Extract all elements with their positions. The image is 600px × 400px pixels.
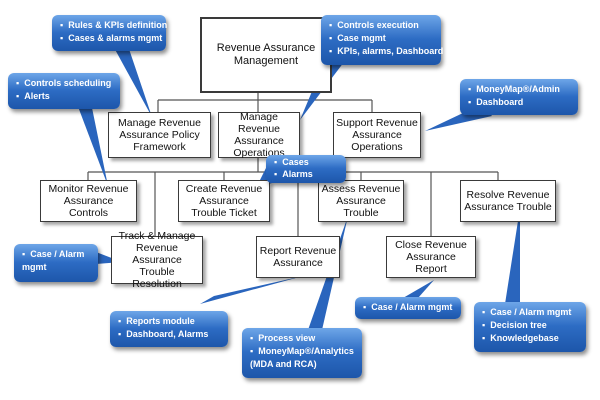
callout-item: Reports module — [118, 315, 222, 328]
callout-tail — [200, 276, 303, 304]
callout-item: Cases — [274, 156, 340, 168]
callout-item: KPIs, alarms, Dashboard — [329, 45, 443, 58]
callout-item: Alerts — [16, 90, 114, 103]
callout-item: Dashboard, Alarms — [118, 328, 222, 341]
box-support-operations: Support Revenue Assurance Operations — [333, 112, 421, 158]
callout-rules-kpis: Rules & KPIs definition Cases & alarms m… — [52, 15, 167, 51]
callout-controls-execution: Controls execution Case mgmt KPIs, alarm… — [321, 15, 443, 65]
callout-item: Case mgmt — [329, 32, 435, 45]
box-report-revenue-assurance: Report Revenue Assurance — [256, 236, 340, 278]
callout-case-alarm-track: Case / Alarm mgmt — [14, 244, 98, 282]
callout-case-alarm-close: Case / Alarm mgmt — [355, 297, 461, 319]
callout-item: Controls scheduling — [16, 77, 114, 90]
callout-resolve-tools: Case / Alarm mgmt Decision tree Knowledg… — [474, 302, 586, 352]
box-track-manage-resolution: Track & Manage Revenue Assurance Trouble… — [111, 230, 203, 290]
callout-item: Alarms — [274, 168, 340, 180]
callout-item: MoneyMap®/Admin — [468, 83, 572, 96]
callout-moneymap-admin: MoneyMap®/Admin Dashboard — [460, 79, 578, 115]
box-create-trouble-ticket: Create Revenue Assurance Trouble Ticket — [178, 180, 270, 222]
callout-item: Case / Alarm mgmt — [22, 248, 92, 274]
callout-tail — [112, 44, 152, 117]
box-assess-trouble: Assess Revenue Assurance Trouble — [318, 180, 404, 222]
callout-item: Dashboard — [468, 96, 572, 109]
box-monitor-controls: Monitor Revenue Assurance Controls — [40, 180, 137, 222]
callout-tail — [505, 208, 520, 304]
callout-item: MoneyMap®/Analytics (MDA and RCA) — [250, 345, 356, 371]
callout-item: Rules & KPIs definition — [60, 19, 167, 32]
callout-controls-scheduling: Controls scheduling Alerts — [8, 73, 120, 109]
box-close-report: Close Revenue Assurance Report — [386, 236, 476, 278]
callout-item: Cases & alarms mgmt — [60, 32, 162, 45]
box-revenue-assurance-management: Revenue Assurance Management — [200, 17, 332, 93]
callout-tail — [74, 96, 108, 186]
callout-reports-module: Reports module Dashboard, Alarms — [110, 311, 228, 347]
callout-item: Case / Alarm mgmt — [363, 301, 455, 314]
callout-process-view: Process view MoneyMap®/Analytics (MDA an… — [242, 328, 362, 378]
callout-item: Decision tree — [482, 319, 580, 332]
callout-tail — [403, 280, 434, 298]
callout-item: Process view — [250, 332, 356, 345]
callout-item: Case / Alarm mgmt — [482, 306, 580, 319]
callout-item: Controls execution — [329, 19, 435, 32]
callout-item: Knowledgebase — [482, 332, 580, 345]
box-resolve-trouble: Resolve Revenue Assurance Trouble — [460, 180, 556, 222]
callout-cases-alarms: Cases Alarms — [266, 155, 346, 183]
box-manage-operations: Manage Revenue Assurance Operations — [218, 111, 300, 159]
box-manage-policy-framework: Manage Revenue Assurance Policy Framewor… — [108, 112, 211, 158]
